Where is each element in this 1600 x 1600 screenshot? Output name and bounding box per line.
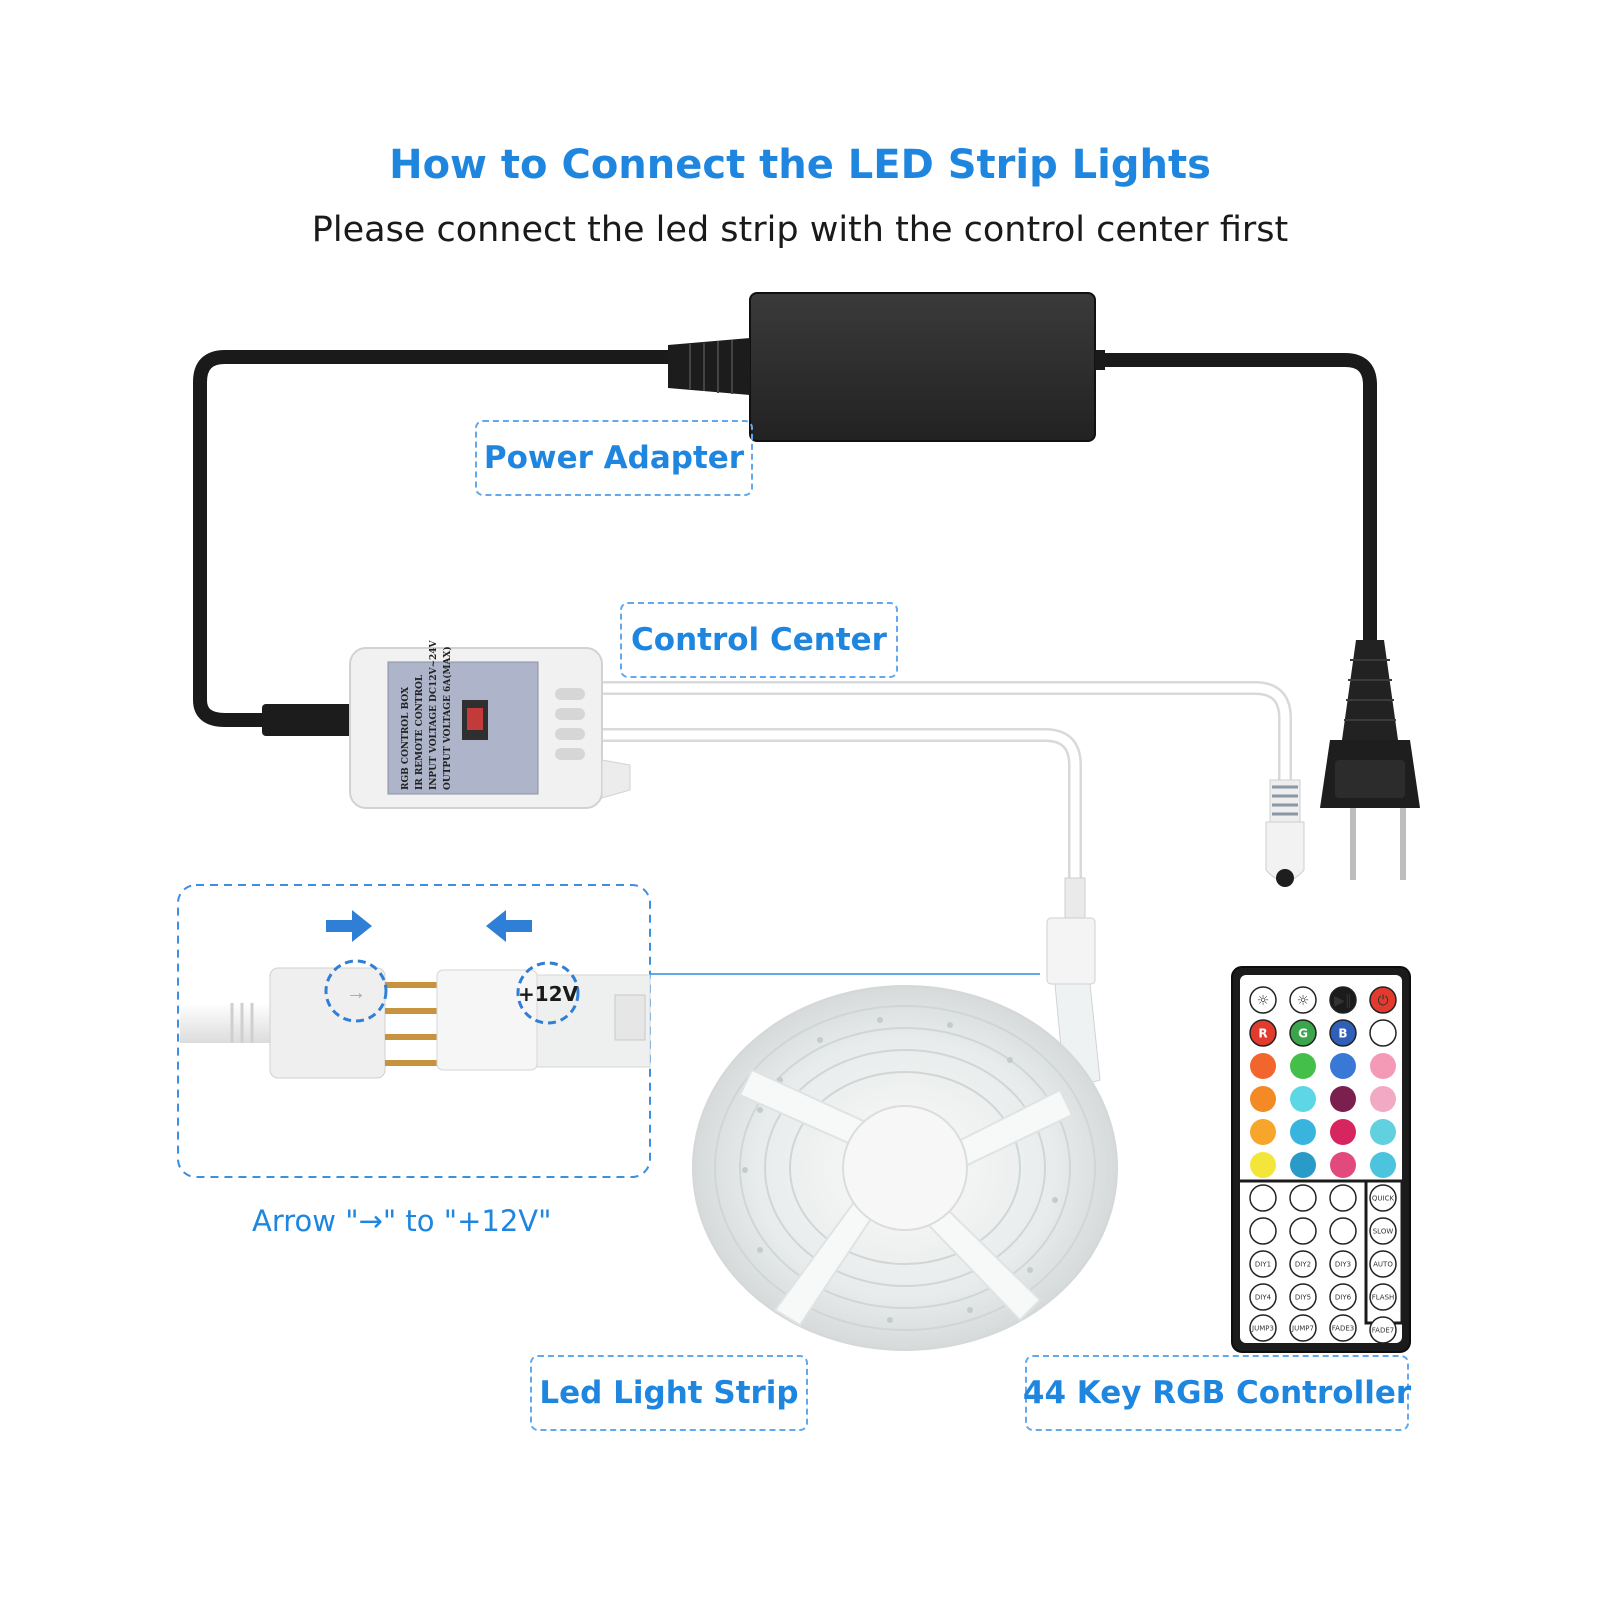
- power-adapter-label: Power Adapter: [475, 420, 753, 496]
- remote-color-key[interactable]: [1370, 1152, 1396, 1178]
- remote-top-key-1-label: ☼: [1297, 993, 1310, 1009]
- remote-diy-key[interactable]: [1329, 1250, 1357, 1278]
- remote-side-key[interactable]: [1369, 1250, 1397, 1278]
- led-light-strip-label: Led Light Strip: [530, 1355, 808, 1431]
- remote-diy-key[interactable]: [1329, 1283, 1357, 1311]
- remote-w-key[interactable]: [1369, 1019, 1397, 1047]
- remote-jump-key-label: FADE3: [1332, 1325, 1354, 1333]
- remote-side-key[interactable]: [1369, 1316, 1397, 1344]
- remote-side-key[interactable]: [1369, 1184, 1397, 1212]
- remote-arrow-key-label: ↓: [1295, 1221, 1310, 1242]
- remote-arrow-key-label: ↓: [1335, 1221, 1350, 1242]
- connector-caption: Arrow "→" to "+12V": [252, 1204, 552, 1238]
- remote-color-key[interactable]: [1370, 1053, 1396, 1079]
- remote-jump-key[interactable]: [1289, 1314, 1317, 1342]
- remote-color-key[interactable]: [1290, 1053, 1316, 1079]
- remote-color-key[interactable]: [1330, 1086, 1356, 1112]
- remote-b-key-label: B: [1338, 1026, 1347, 1040]
- control-box-text-2: IR REMOTE CONTROL: [415, 674, 425, 790]
- remote-r-key-label: R: [1258, 1026, 1267, 1040]
- remote-g-key[interactable]: [1289, 1019, 1317, 1047]
- control-box-text-4: OUTPUT VOLTAGE 6A(MAX): [442, 646, 453, 790]
- arrow-left-icon: [486, 910, 532, 942]
- remote-color-key[interactable]: [1330, 1119, 1356, 1145]
- arrow-right-icon: [326, 910, 372, 942]
- remote-color-key[interactable]: [1250, 1086, 1276, 1112]
- led-strip-reel: [692, 985, 1118, 1351]
- remote-diy-key-label: DIY6: [1335, 1294, 1352, 1302]
- remote-color-key[interactable]: [1290, 1152, 1316, 1178]
- control-box-text-3: INPUT VOLTAGE DC12V~24V: [429, 639, 439, 790]
- remote-w-key-label: W: [1376, 1026, 1389, 1040]
- ir-receiver: [1265, 779, 1305, 887]
- remote-arrow-key-label: ↑: [1255, 1188, 1270, 1209]
- remote-diy-key[interactable]: [1289, 1283, 1317, 1311]
- page-title: How to Connect the LED Strip Lights: [389, 142, 1211, 188]
- remote-arrow-key[interactable]: [1289, 1217, 1317, 1245]
- remote-jump-key-label: JUMP3: [1251, 1325, 1274, 1333]
- remote-arrow-key[interactable]: [1289, 1184, 1317, 1212]
- remote-top-key-3[interactable]: [1369, 986, 1397, 1014]
- remote-top-key-2[interactable]: [1329, 986, 1357, 1014]
- remote-top-key-1[interactable]: [1289, 986, 1317, 1014]
- remote-side-key-label: QUICK: [1372, 1195, 1395, 1203]
- remote-diy-key-label: DIY3: [1335, 1261, 1351, 1269]
- remote-diy-key[interactable]: [1249, 1250, 1277, 1278]
- remote-g-key-label: G: [1298, 1026, 1308, 1040]
- remote-arrow-key[interactable]: [1329, 1184, 1357, 1212]
- remote-color-key[interactable]: [1330, 1152, 1356, 1178]
- remote-color-key[interactable]: [1330, 1053, 1356, 1079]
- power-adapter: [668, 292, 1105, 442]
- arrow-mark-icon: →: [346, 982, 366, 1004]
- remote-color-key[interactable]: [1290, 1119, 1316, 1145]
- remote-side-key-label: FLASH: [1372, 1294, 1395, 1302]
- remote-diy-key-label: DIY1: [1255, 1261, 1271, 1269]
- remote-top-key-2-label: ▶‖: [1334, 993, 1352, 1009]
- remote-side-key-label: FADE7: [1372, 1327, 1394, 1335]
- remote-diy-key-label: DIY2: [1295, 1261, 1311, 1269]
- remote-diy-key-label: DIY5: [1295, 1294, 1311, 1302]
- page-subtitle: Please connect the led strip with the co…: [311, 210, 1289, 250]
- remote-color-key[interactable]: [1250, 1152, 1276, 1178]
- control-box-text-1: RGB CONTROL BOX: [401, 687, 411, 790]
- connector-detail: → +12V: [177, 884, 651, 1178]
- remote-top-key-0[interactable]: [1249, 986, 1277, 1014]
- remote-color-key[interactable]: [1290, 1086, 1316, 1112]
- remote-arrow-key[interactable]: [1329, 1217, 1357, 1245]
- remote-r-key[interactable]: [1249, 1019, 1277, 1047]
- remote-side-key-label: SLOW: [1373, 1228, 1394, 1236]
- power-cable: [193, 350, 1377, 727]
- remote-jump-key[interactable]: [1329, 1314, 1357, 1342]
- remote-top-key-3-label: ⏻: [1377, 993, 1388, 1009]
- control-box: RGB CONTROL BOX IR REMOTE CONTROL INPUT …: [262, 639, 631, 809]
- control-wires: [593, 681, 1292, 887]
- voltage-mark: +12V: [518, 982, 579, 1006]
- control-center-label: Control Center: [620, 602, 898, 678]
- wall-plug: [1320, 640, 1420, 880]
- remote-arrow-key-label: ↑: [1335, 1188, 1350, 1209]
- remote-jump-key-label: JUMP7: [1291, 1325, 1314, 1333]
- remote-arrow-key-label: ↓: [1255, 1221, 1270, 1242]
- remote-diy-key-label: DIY4: [1255, 1294, 1272, 1302]
- remote-arrow-key[interactable]: [1249, 1217, 1277, 1245]
- rgb-controller-label: 44 Key RGB Controller: [1023, 1355, 1411, 1431]
- remote-side-key[interactable]: [1369, 1283, 1397, 1311]
- remote-arrow-key[interactable]: [1249, 1184, 1277, 1212]
- remote-diy-key[interactable]: [1289, 1250, 1317, 1278]
- remote-color-key[interactable]: [1250, 1053, 1276, 1079]
- remote-b-key[interactable]: [1329, 1019, 1357, 1047]
- remote-side-key-label: AUTO: [1373, 1261, 1393, 1269]
- remote-top-key-0-label: ☼: [1257, 993, 1270, 1009]
- remote-diy-key[interactable]: [1249, 1283, 1277, 1311]
- remote-jump-key[interactable]: [1249, 1314, 1277, 1342]
- remote-color-key[interactable]: [1370, 1119, 1396, 1145]
- remote-arrow-key-label: ↑: [1295, 1188, 1310, 1209]
- remote-color-key[interactable]: [1370, 1086, 1396, 1112]
- remote-color-key[interactable]: [1250, 1119, 1276, 1145]
- remote-side-key[interactable]: [1369, 1217, 1397, 1245]
